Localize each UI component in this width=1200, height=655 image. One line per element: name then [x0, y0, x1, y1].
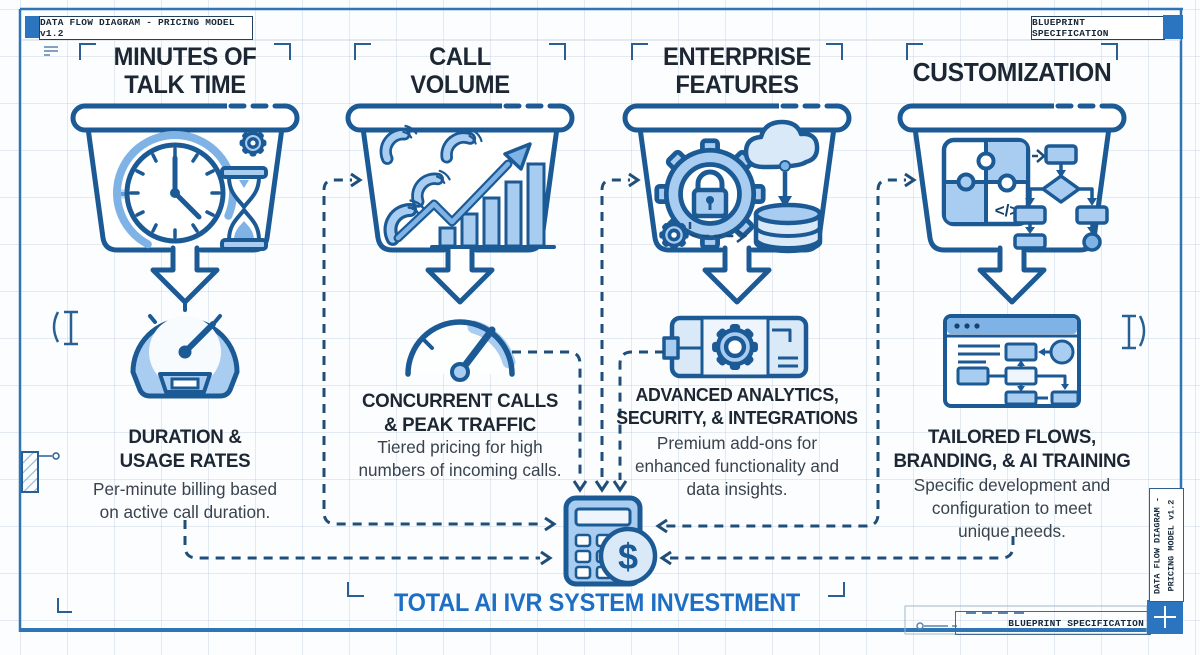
column-title-enterprise-features: ENTERPRISE FEATURES: [663, 43, 811, 99]
code-glyph: </>: [995, 201, 1020, 220]
gear-to-database-dashed-arrow: [688, 222, 748, 243]
rising-bar-chart-icon: [430, 162, 556, 249]
registration-mark-top-left: [25, 16, 39, 38]
column-desc-enterprise: Premium add-ons for enhanced functionali…: [634, 433, 840, 499]
column-subtitle-concurrent-calls: CONCURRENT CALLS & PEAK TRAFFIC: [361, 390, 559, 436]
side-label-vertical: DATA FLOW DIAGRAM - PRICING MODEL v1.2: [1151, 490, 1184, 602]
flow-arrow-col2-gauge-to-calculator: [512, 350, 588, 493]
registration-mark-top-right: [1163, 15, 1183, 39]
flow-arrow-col2-to-col3: [600, 172, 641, 191]
flow-arrow-col4-desc-to-calculator: [659, 536, 1015, 566]
gear-icon: [241, 131, 265, 155]
column-desc-call-volume: Tiered pricing for high numbers of incom…: [358, 437, 562, 480]
flow-arrow-col3col4-to-calculator: [655, 196, 880, 534]
column-title-call-volume: CALL VOLUME: [410, 43, 510, 99]
flow-arrow-col1col2-to-calculator: [322, 196, 557, 532]
flow-arrow-col1-desc-to-calculator: [183, 520, 553, 566]
column-desc-customization: Specific development and configuration t…: [913, 475, 1111, 541]
side-label-box: DATA FLOW DIAGRAM - PRICING MODEL v1.2: [1149, 488, 1184, 602]
column-subtitle-tailored-flows: TAILORED FLOWS, BRANDING, & AI TRAINING: [893, 426, 1131, 472]
blueprint-decorations: [21, 43, 1148, 635]
column-desc-minutes: Per-minute billing based on active call …: [93, 479, 277, 522]
column-subtitle-duration-usage-rates: DURATION & USAGE RATES: [119, 426, 251, 472]
cloud-download-icon: [743, 119, 820, 208]
flow-arrow-middle-to-calculator: [594, 196, 610, 493]
column-title-minutes-of-talk-time: MINUTES OF TALK TIME: [113, 43, 257, 99]
registration-crosshair-mark: [1147, 600, 1183, 634]
title-block-top-left: DATA FLOW DIAGRAM - PRICING MODEL v1.2: [39, 16, 253, 40]
small-gear-icon: [661, 222, 687, 248]
dollar-glyph: $: [618, 536, 638, 577]
flow-arrow-col3-card-to-calculator: [612, 350, 664, 493]
hourglass-icon: [220, 166, 268, 251]
title-block-bottom-right: BLUEPRINT SPECIFICATION: [955, 611, 1151, 635]
dashed-flow-connectors: [183, 172, 1015, 566]
database-icon: [753, 202, 823, 254]
side-label-line2: PRICING MODEL v1.2: [1166, 499, 1177, 592]
puzzle-code-icon: </>: [941, 137, 1031, 227]
side-label-line1: DATA FLOW DIAGRAM -: [1152, 497, 1163, 594]
column-title-customization: CUSTOMIZATION: [912, 57, 1112, 87]
title-block-top-right: BLUEPRINT SPECIFICATION: [1031, 16, 1165, 40]
calculator-dollar-icon: $: [563, 495, 658, 587]
growth-arrow-icon: [393, 142, 532, 243]
clock-icon: [113, 131, 237, 255]
flow-arrow-col1-to-col2: [322, 172, 363, 191]
speedometer-gauge-icon: [130, 300, 240, 399]
crosshair-icon: [1154, 606, 1176, 628]
flow-arrow-col3-to-col4: [876, 172, 917, 191]
column-subtitle-advanced-analytics: ADVANCED ANALYTICS, SECURITY, & INTEGRAT…: [616, 384, 858, 428]
flowchart-icon: [1013, 144, 1109, 252]
semicircle-gauge-icon: [405, 319, 516, 382]
blueprint-frame: [18, 7, 1183, 632]
total-investment-title: TOTAL AI IVR SYSTEM INVESTMENT: [393, 589, 801, 617]
integration-card-icon: [662, 315, 809, 379]
gear-lock-icon: [657, 141, 763, 247]
browser-flowchart-icon: [943, 314, 1081, 408]
puzzle-to-flowchart-dashed-arrow: [1032, 149, 1046, 163]
